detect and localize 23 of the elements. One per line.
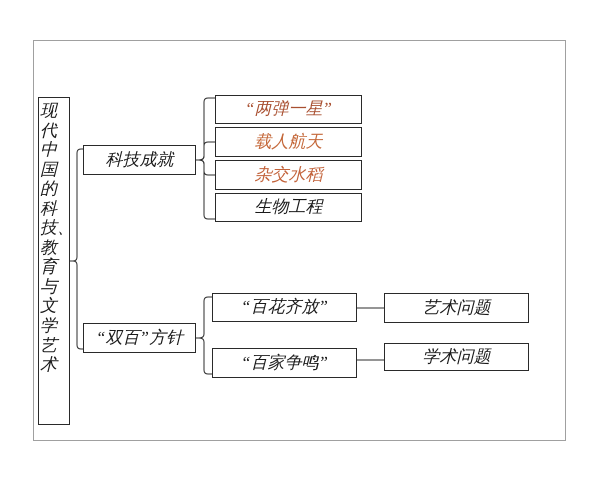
- text-box: [215, 160, 362, 190]
- node-text: “两弹一星”: [245, 99, 332, 120]
- node-text: “百家争鸣”: [241, 352, 328, 374]
- text-box: [215, 127, 362, 157]
- text-box: [384, 343, 529, 371]
- text-box: [215, 95, 362, 124]
- text-box: [384, 293, 529, 323]
- node-text: 现代中国的科技、教育与文学艺术: [40, 101, 68, 375]
- text-box: [215, 193, 362, 222]
- vertical-text-box: [38, 97, 70, 425]
- text-box: [212, 293, 357, 322]
- text-box: [83, 323, 196, 353]
- node-text: 杂交水稻: [254, 164, 322, 186]
- node-text: 生物工程: [254, 197, 322, 218]
- node-text: 科技成就: [106, 150, 174, 170]
- text-box: [83, 145, 196, 175]
- brace-connector: [196, 338, 212, 374]
- node-text: “百花齐放”: [241, 297, 328, 318]
- node-text: 艺术问题: [422, 298, 490, 318]
- node-text: “双百”方针: [96, 328, 183, 348]
- node-text: 载人航天: [254, 132, 322, 152]
- node-text: 学术问题: [422, 346, 490, 368]
- text-box: [212, 348, 357, 378]
